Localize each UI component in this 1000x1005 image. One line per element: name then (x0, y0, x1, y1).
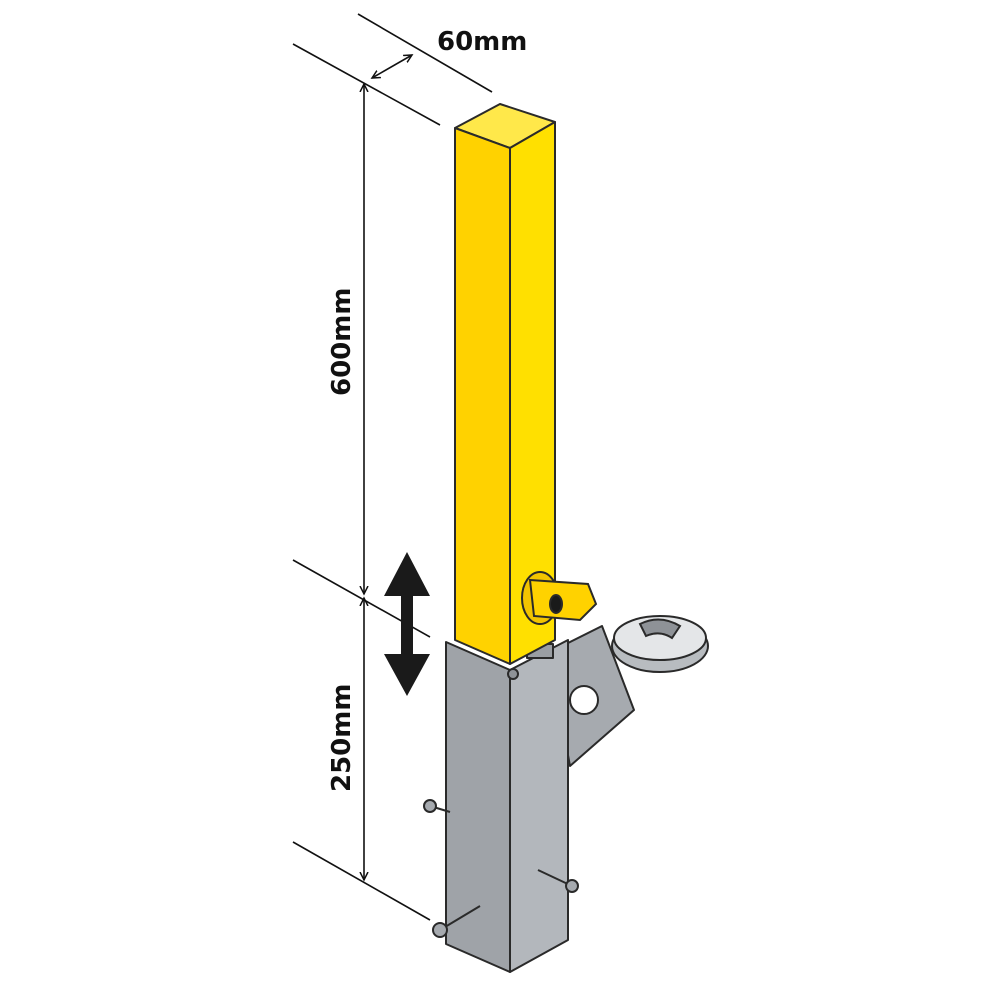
post-side (509, 121, 556, 665)
socket-front (445, 641, 511, 973)
rod-left-bottom-end (432, 922, 448, 938)
lock-tab-hole (549, 594, 563, 614)
lock-tab-body (528, 578, 598, 622)
ground-socket (445, 625, 635, 973)
padlock-icon (611, 615, 709, 673)
bollard-post (454, 103, 556, 665)
top-right-extension-line (357, 13, 493, 93)
lug-hole (569, 685, 599, 715)
post-height-label: 600mm (327, 288, 357, 396)
up-down-arrow-icon (384, 552, 430, 696)
padlock-face (613, 615, 707, 661)
dimension-lines (292, 13, 493, 921)
post-front (454, 127, 511, 665)
bottom-extension-line (292, 841, 431, 921)
ground-rods (423, 799, 579, 938)
top-extension-line (292, 43, 441, 126)
width-label: 60mm (437, 27, 527, 57)
padlock-shackle-slot (638, 618, 682, 640)
lock-tab (521, 571, 598, 625)
socket-side (509, 639, 569, 973)
rod-right-end (565, 879, 579, 893)
rod-left-top-end (423, 799, 437, 813)
socket-depth-label: 250mm (327, 684, 357, 792)
hinge-pin (507, 668, 519, 680)
width-dimension-line (372, 55, 412, 78)
